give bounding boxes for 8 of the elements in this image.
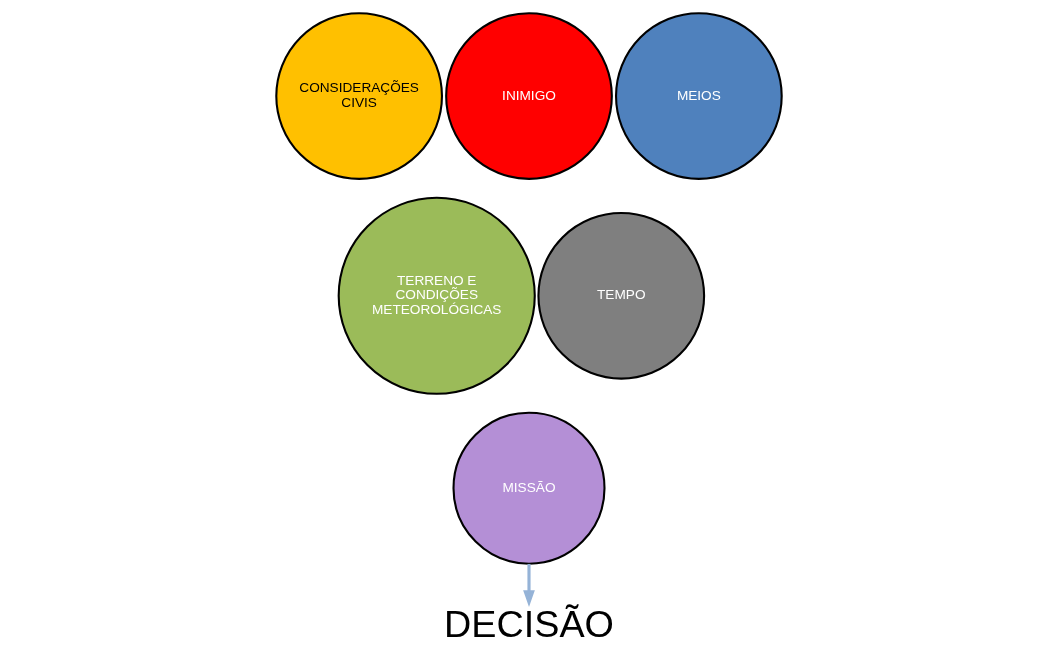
- node-circle: MISSÃO: [451, 411, 606, 565]
- node-text: DECISÃO: [443, 602, 614, 645]
- node-circle: INIMIGO: [444, 11, 613, 180]
- node-circle: TEMPO: [536, 211, 705, 380]
- node-circle: MEIOS: [614, 11, 783, 180]
- node-circle: TERRENO E CONDIÇÕES METEOROLÓGICAS: [337, 196, 536, 395]
- node-circle: CONSIDERAÇÕES CIVIS: [274, 11, 443, 180]
- arrow: [522, 563, 535, 607]
